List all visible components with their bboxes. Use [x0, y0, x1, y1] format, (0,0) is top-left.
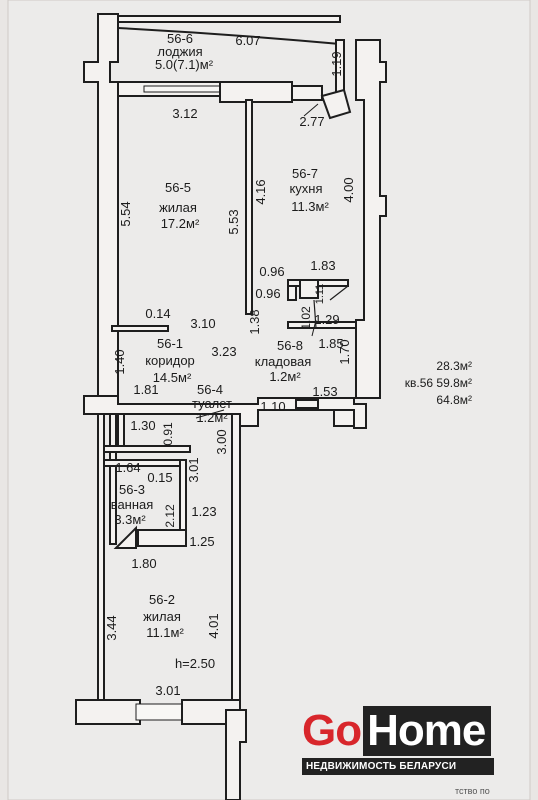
pantry-code: 56-8	[277, 338, 303, 353]
corridor-name: коридор	[145, 353, 195, 368]
dim-1-64: 1.64	[115, 460, 140, 475]
living2-area: 11.1м²	[146, 625, 184, 640]
living1-name: жилая	[159, 200, 197, 215]
dim-3-01-b: 3.01	[155, 683, 180, 698]
dim-1-19: 1.19	[329, 51, 344, 76]
loggia-code: 56-6	[167, 31, 193, 46]
dim-2-77: 2.77	[299, 114, 324, 129]
dim-1-02: 1.02	[299, 306, 313, 330]
area-totals: 28.3м² кв.56 59.8м² 64.8м²	[405, 359, 472, 407]
kitchen-name: кухня	[289, 181, 322, 196]
logo-go: Go	[302, 706, 362, 755]
dim-1-40: 1.40	[112, 349, 127, 374]
dim-0-96-b: 0.96	[255, 286, 280, 301]
dim-1-70: 1.70	[337, 339, 352, 364]
total-with-loggia: 64.8м²	[436, 393, 472, 407]
loggia-area: 5.0(7.1)м²	[155, 57, 214, 72]
bathroom-area: 3.3м²	[114, 512, 146, 527]
living2-name: жилая	[143, 609, 181, 624]
dim-1-53: 1.53	[312, 384, 337, 399]
dim-0-91: 0.91	[161, 422, 175, 446]
dim-4-00: 4.00	[341, 177, 356, 202]
dim-5-54: 5.54	[118, 201, 133, 226]
dim-1-85: 1.85	[318, 336, 343, 351]
dim-1-83: 1.83	[310, 258, 335, 273]
ceiling-height: h=2.50	[175, 656, 215, 671]
dim-1-80: 1.80	[131, 556, 156, 571]
living1-code: 56-5	[165, 180, 191, 195]
walls	[75, 13, 387, 800]
dim-4-16: 4.16	[253, 179, 268, 204]
dim-1-38: 1.38	[247, 309, 262, 334]
total-living: 28.3м²	[436, 359, 472, 373]
dim-1-29: 1.29	[314, 312, 339, 327]
dim-4-01: 4.01	[206, 613, 221, 638]
kitchen-area: 11.3м²	[291, 199, 329, 214]
logo-tagline: НЕДВИЖИМОСТЬ БЕЛАРУСИ	[302, 758, 494, 775]
dim-3-23: 3.23	[211, 344, 236, 359]
living2-code: 56-2	[149, 592, 175, 607]
pantry-area: 1.2м²	[269, 369, 301, 384]
toilet-area: 1.2м²	[196, 410, 228, 425]
dim-1-10: 1.10	[260, 399, 285, 414]
kitchen-code: 56-7	[292, 166, 318, 181]
dim-2-12: 2.12	[163, 504, 177, 528]
dim-1-30: 1.30	[130, 418, 155, 433]
living1-area: 17.2м²	[161, 216, 200, 231]
corridor-code: 56-1	[157, 336, 183, 351]
corner-note: тство по	[455, 786, 490, 796]
dim-3-10: 3.10	[190, 316, 215, 331]
dim-3-01: 3.01	[186, 457, 201, 482]
dim-1-11: 1.11	[314, 284, 326, 305]
dim-1-23: 1.23	[191, 504, 216, 519]
dim-3-44: 3.44	[104, 615, 119, 640]
dimensions: 6.07 1.19 3.12 2.77 5.54 5.53 4.16 4.00 …	[104, 33, 356, 698]
dim-3-00: 3.00	[214, 429, 229, 454]
pantry-name: кладовая	[255, 354, 312, 369]
bathroom-name: ванная	[111, 497, 154, 512]
dim-0-15: 0.15	[147, 470, 172, 485]
dim-5-53: 5.53	[226, 209, 241, 234]
loggia-name: лоджия	[157, 44, 202, 59]
total-apartment: кв.56 59.8м²	[405, 376, 472, 390]
dim-6-07: 6.07	[235, 33, 260, 48]
dim-0-96-a: 0.96	[259, 264, 284, 279]
bathroom-code: 56-3	[119, 482, 145, 497]
toilet-name: туалет	[192, 396, 232, 411]
corridor-area: 14.5м²	[153, 370, 192, 385]
dim-1-81: 1.81	[133, 382, 158, 397]
gohome-logo[interactable]: Go Home НЕДВИЖИМОСТЬ БЕЛАРУСИ	[302, 706, 494, 776]
logo-home: Home	[363, 706, 492, 756]
room-labels: 56-6 лоджия 5.0(7.1)м² 56-5 жилая 17.2м²…	[111, 31, 330, 671]
dim-1-25: 1.25	[189, 534, 214, 549]
toilet-code: 56-4	[197, 382, 223, 397]
logo-brand: Go Home	[302, 706, 494, 756]
dim-0-14: 0.14	[145, 306, 170, 321]
dim-3-12: 3.12	[172, 106, 197, 121]
